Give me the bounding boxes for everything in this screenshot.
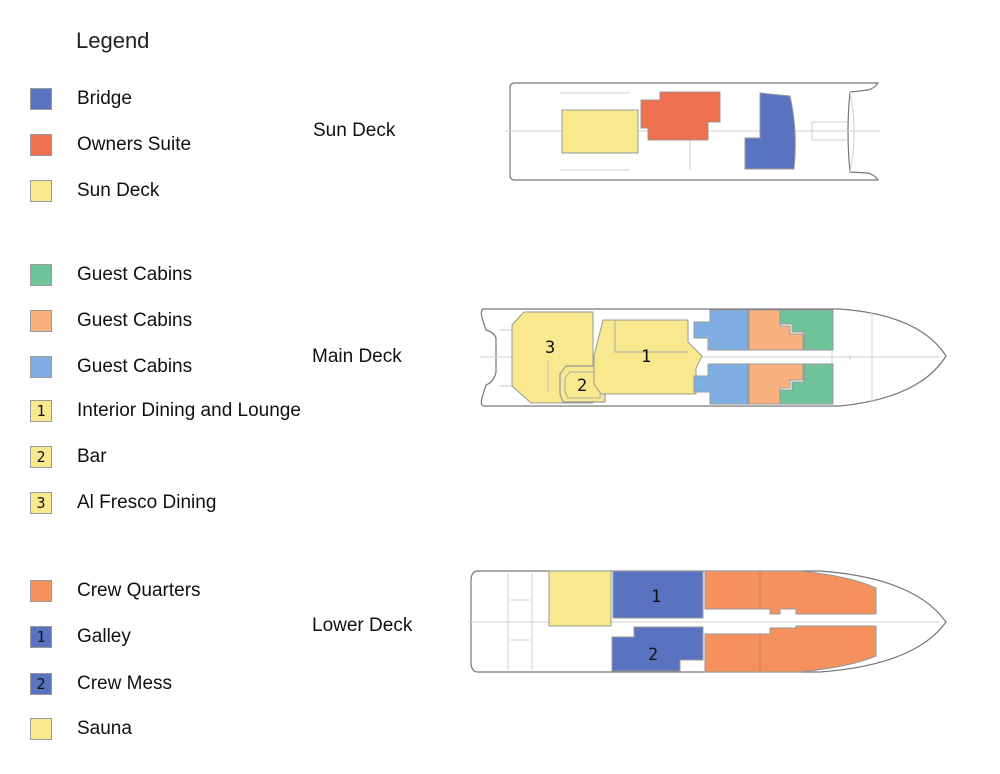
legend-item: 3 Al Fresco Dining xyxy=(30,492,330,516)
legend-label: Sauna xyxy=(77,718,132,739)
legend-swatch xyxy=(30,88,52,110)
legend-swatch xyxy=(30,264,52,286)
lower-deck-label: Lower Deck xyxy=(312,615,413,636)
bar-zone-number: 2 xyxy=(577,376,587,396)
legend-swatch xyxy=(30,718,52,740)
legend-item: 1 Galley xyxy=(30,626,330,650)
mess-zone-number: 2 xyxy=(648,645,658,665)
main-deck-plan: 3 2 1 xyxy=(480,308,947,407)
guest-cabin-green-stbd xyxy=(779,363,834,405)
dining-zone-number: 1 xyxy=(641,347,651,367)
bridge-area xyxy=(744,92,796,170)
legend-item: Crew Quarters xyxy=(30,580,330,604)
legend-label: Al Fresco Dining xyxy=(77,492,217,513)
guest-cabin-blue-port xyxy=(693,309,749,351)
legend-label: Crew Mess xyxy=(77,673,173,694)
legend-swatch xyxy=(30,356,52,378)
legend-item: 1 Interior Dining and Lounge xyxy=(30,400,330,424)
guest-cabin-blue-stbd xyxy=(693,363,749,405)
legend-label: Guest Cabins xyxy=(77,310,193,331)
legend-label: Galley xyxy=(77,626,131,647)
alfresco-zone-number: 3 xyxy=(545,338,555,358)
legend-label: Bridge xyxy=(77,88,132,109)
legend-swatch: 2 xyxy=(30,673,52,695)
crew-quarters-stbd xyxy=(704,625,877,673)
guest-cabin-green-port xyxy=(779,309,834,351)
lower-deck-plan: 1 2 xyxy=(468,570,947,673)
legend-item: 2 Bar xyxy=(30,446,330,470)
sauna-area xyxy=(548,570,612,627)
legend-label: Guest Cabins xyxy=(77,356,193,377)
crew-mess-area xyxy=(611,626,704,672)
legend-label: Guest Cabins xyxy=(77,264,193,285)
legend-item: Guest Cabins xyxy=(30,310,330,334)
legend-label: Crew Quarters xyxy=(77,580,201,601)
legend-swatch: 1 xyxy=(30,626,52,648)
sun-deck-area xyxy=(561,109,639,154)
legend-item: 2 Crew Mess xyxy=(30,673,330,697)
legend-item: Sun Deck xyxy=(30,180,330,204)
main-deck-label: Main Deck xyxy=(312,346,402,367)
legend-swatch xyxy=(30,180,52,202)
legend-item: Owners Suite xyxy=(30,134,330,158)
legend-swatch: 3 xyxy=(30,492,52,514)
guest-cabin-orange-stbd xyxy=(748,363,804,405)
galley-zone-number: 1 xyxy=(651,587,661,607)
crew-quarters-port xyxy=(704,570,877,615)
legend-swatch xyxy=(30,580,52,602)
owners-suite-area xyxy=(640,91,721,141)
legend-swatch xyxy=(30,134,52,156)
sun-deck-plan xyxy=(505,82,880,181)
legend-label: Bar xyxy=(77,446,107,467)
legend-item: Bridge xyxy=(30,88,330,112)
legend-label: Sun Deck xyxy=(77,180,160,201)
legend-item: Sauna xyxy=(30,718,330,742)
legend-label: Interior Dining and Lounge xyxy=(77,400,301,421)
legend-item: Guest Cabins xyxy=(30,264,330,288)
legend-item: Guest Cabins xyxy=(30,356,330,380)
galley-area xyxy=(612,570,704,619)
legend-title: Legend xyxy=(76,28,150,53)
legend-swatch: 1 xyxy=(30,400,52,422)
legend-swatch xyxy=(30,310,52,332)
legend-label: Owners Suite xyxy=(77,134,192,155)
sun-deck-label: Sun Deck xyxy=(313,120,396,141)
legend-swatch: 2 xyxy=(30,446,52,468)
